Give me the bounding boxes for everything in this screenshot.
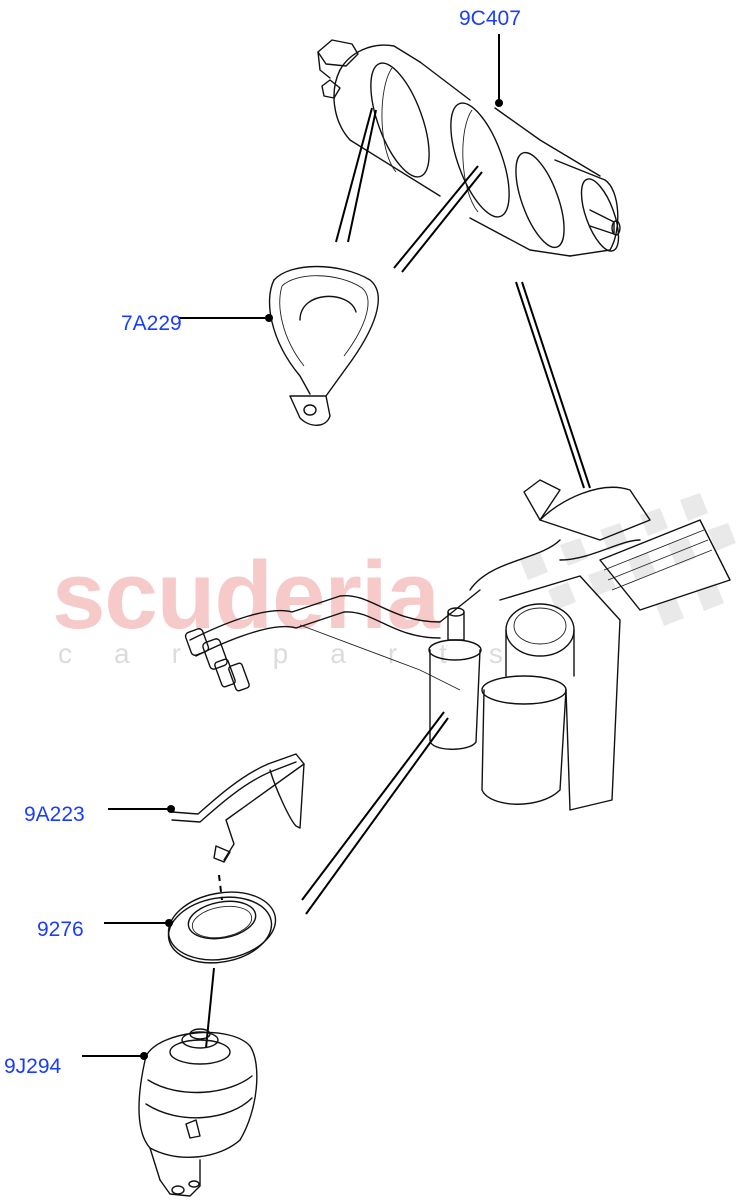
callout-9c407[interactable]: 9C407 xyxy=(459,7,521,30)
watermark-brand: scuderia xyxy=(52,542,440,649)
leader-dot-9j294 xyxy=(140,1052,148,1060)
callout-7a229[interactable]: 7A229 xyxy=(121,312,182,335)
callout-9276[interactable]: 9276 xyxy=(37,918,84,941)
part-9c407-fuel-filter[interactable] xyxy=(317,39,626,257)
leader-dot-9276 xyxy=(165,919,173,927)
callout-9a223[interactable]: 9A223 xyxy=(24,803,85,826)
part-fuel-line-assembly[interactable] xyxy=(184,479,731,811)
callout-9j294[interactable]: 9J294 xyxy=(4,1055,62,1078)
watermark-checker-flag xyxy=(520,493,736,626)
leader-dot-9a223 xyxy=(167,805,175,813)
watermark-tagline: car parts xyxy=(58,638,545,669)
part-9j294-filter-element[interactable] xyxy=(138,1028,258,1197)
assembly-lines-lower xyxy=(205,711,449,1049)
part-9a223-wire-clip[interactable] xyxy=(171,753,305,863)
leader-dot-9c407 xyxy=(495,99,503,107)
leader-dot-7a229 xyxy=(265,314,273,322)
assembly-lines-cylinder-clamp xyxy=(335,107,591,489)
part-9276-seal-ring[interactable] xyxy=(163,884,281,970)
part-7a229-clamp[interactable] xyxy=(268,265,379,426)
